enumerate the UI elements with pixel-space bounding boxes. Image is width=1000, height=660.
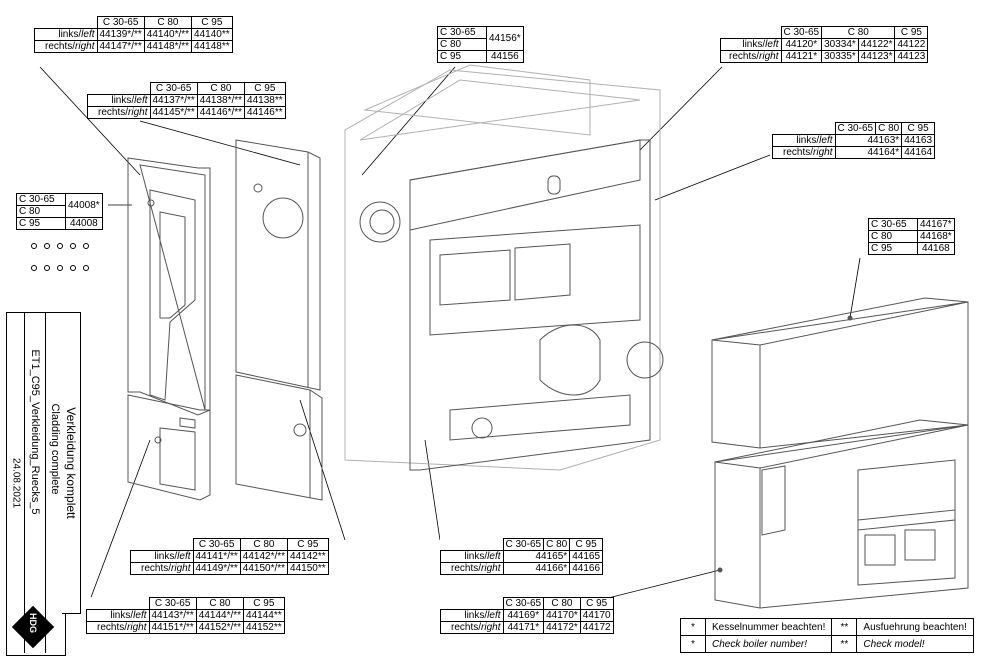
boiler-front-frame (359, 139, 664, 471)
table-row: rechts/right 44171* 44172* 44172 (440, 621, 614, 634)
table-row: C 30-65 44156* (437, 26, 524, 51)
parts-table-bottom-covers: C 30-65 C 80 C 95 links/left 44169* 4417… (440, 597, 614, 634)
left-front-panel (235, 139, 321, 391)
table-row: rechts/right 44145*/** 44146*/** 44146** (87, 106, 286, 119)
top-front-cover (711, 297, 969, 449)
parts-table-left-side-upper: C 30-65 C 80 C 95 links/left 44139*/** 4… (34, 16, 233, 53)
parts-table-top-front-frame: C 30-65 44156* C 80 C 95 44156 (437, 26, 524, 63)
col-header: C 30-65 (96, 16, 145, 29)
table-row: C 95 44008 (16, 217, 103, 230)
table-row: C 30-65 44008* (16, 193, 103, 218)
table-row: C 95 44168 (868, 242, 955, 255)
table-row: links/left 44139*/** 44140*/** 44140** (34, 28, 233, 41)
left-lower-rear-panel (127, 394, 211, 501)
col-header: C 80 (143, 16, 193, 29)
table-row: C 80 44168* (868, 230, 955, 243)
parts-table-right-side-upper: C 30-65 C 80 C 95 links/left 44120* 3033… (720, 26, 929, 63)
table-row: links/left 44120* 30334* 44122* 44122 (720, 38, 929, 51)
legend-row: * Kesselnummer beachten! ** Ausfuehrung … (680, 618, 974, 636)
table-row: rechts/right 44149*/** 44150*/** 44150** (130, 562, 329, 575)
legend-row: * Check boiler number! ** Check model! (680, 635, 974, 653)
left-rear-panel (127, 157, 211, 416)
table-row: links/left 44169* 44170* 44170 (440, 609, 614, 622)
title-german: Verkleidung komplett (64, 407, 78, 519)
legend: * Kesselnummer beachten! ** Ausfuehrung … (680, 618, 974, 653)
table-row: rechts/right 44151*/** 44152*/** 44152** (86, 621, 285, 634)
table-row: rechts/right 44121* 30335* 44123* 44123 (720, 50, 929, 63)
parts-table-left-side-lower: C 30-65 C 80 C 95 links/left 44143*/** 4… (86, 597, 285, 634)
parts-table-right-front-frame: C 30-65 C 80 C 95 links/left 44163* 4416… (772, 122, 936, 159)
parts-table-screws: C 30-65 44008* C 80 C 95 44008 (16, 193, 103, 230)
drawing-reference: ET1_C95_Verkleidung_Ruecks_5 (29, 349, 41, 515)
boiler-body (344, 64, 661, 471)
parts-table-front-covers: C 30-65 44167* C 80 44168* C 95 44168 (868, 218, 955, 255)
leader-lines (39, 66, 861, 601)
table-row: links/left 44163* 44163 (772, 134, 936, 147)
drawing-date: 24.08.2021 (10, 457, 21, 509)
table-row: rechts/right 44166* 44166 (440, 562, 604, 575)
bottom-front-cover (714, 419, 969, 609)
table-row: C 95 44156 (437, 50, 524, 63)
title-english: Cladding complete (49, 403, 61, 495)
table-row: links/left 44143*/** 44144*/** 44144** (86, 609, 285, 622)
table-row: rechts/right 44164* 44164 (772, 146, 936, 159)
col-header: C 95 (191, 16, 233, 29)
title-block: 24.08.2021 ET1_C95_Verkleidung_Ruecks_5 … (6, 312, 66, 656)
hdg-logo-text: HDG (28, 613, 38, 633)
screw-icons (31, 243, 89, 271)
table-row: links/left 44137*/** 44138*/** 44138** (87, 94, 286, 107)
table-row: links/left 44141*/** 44142*/** 44142** (130, 550, 329, 563)
table-row: rechts/right 44147*/** 44148*/** 44148** (34, 40, 233, 53)
title-block-main: Verkleidung komplett (62, 312, 81, 614)
left-lower-front-panel (235, 374, 323, 501)
parts-table-left-front-upper: C 30-65 C 80 C 95 links/left 44137*/** 4… (87, 82, 286, 119)
parts-table-left-front-lower: C 30-65 C 80 C 95 links/left 44141*/** 4… (130, 538, 329, 575)
table-row: C 30-65 44167* (868, 218, 955, 231)
table-row: links/left 44165* 44165 (440, 550, 604, 563)
parts-table-front-frame-sides: C 30-65 C 80 C 95 links/left 44165* 4416… (440, 538, 604, 575)
